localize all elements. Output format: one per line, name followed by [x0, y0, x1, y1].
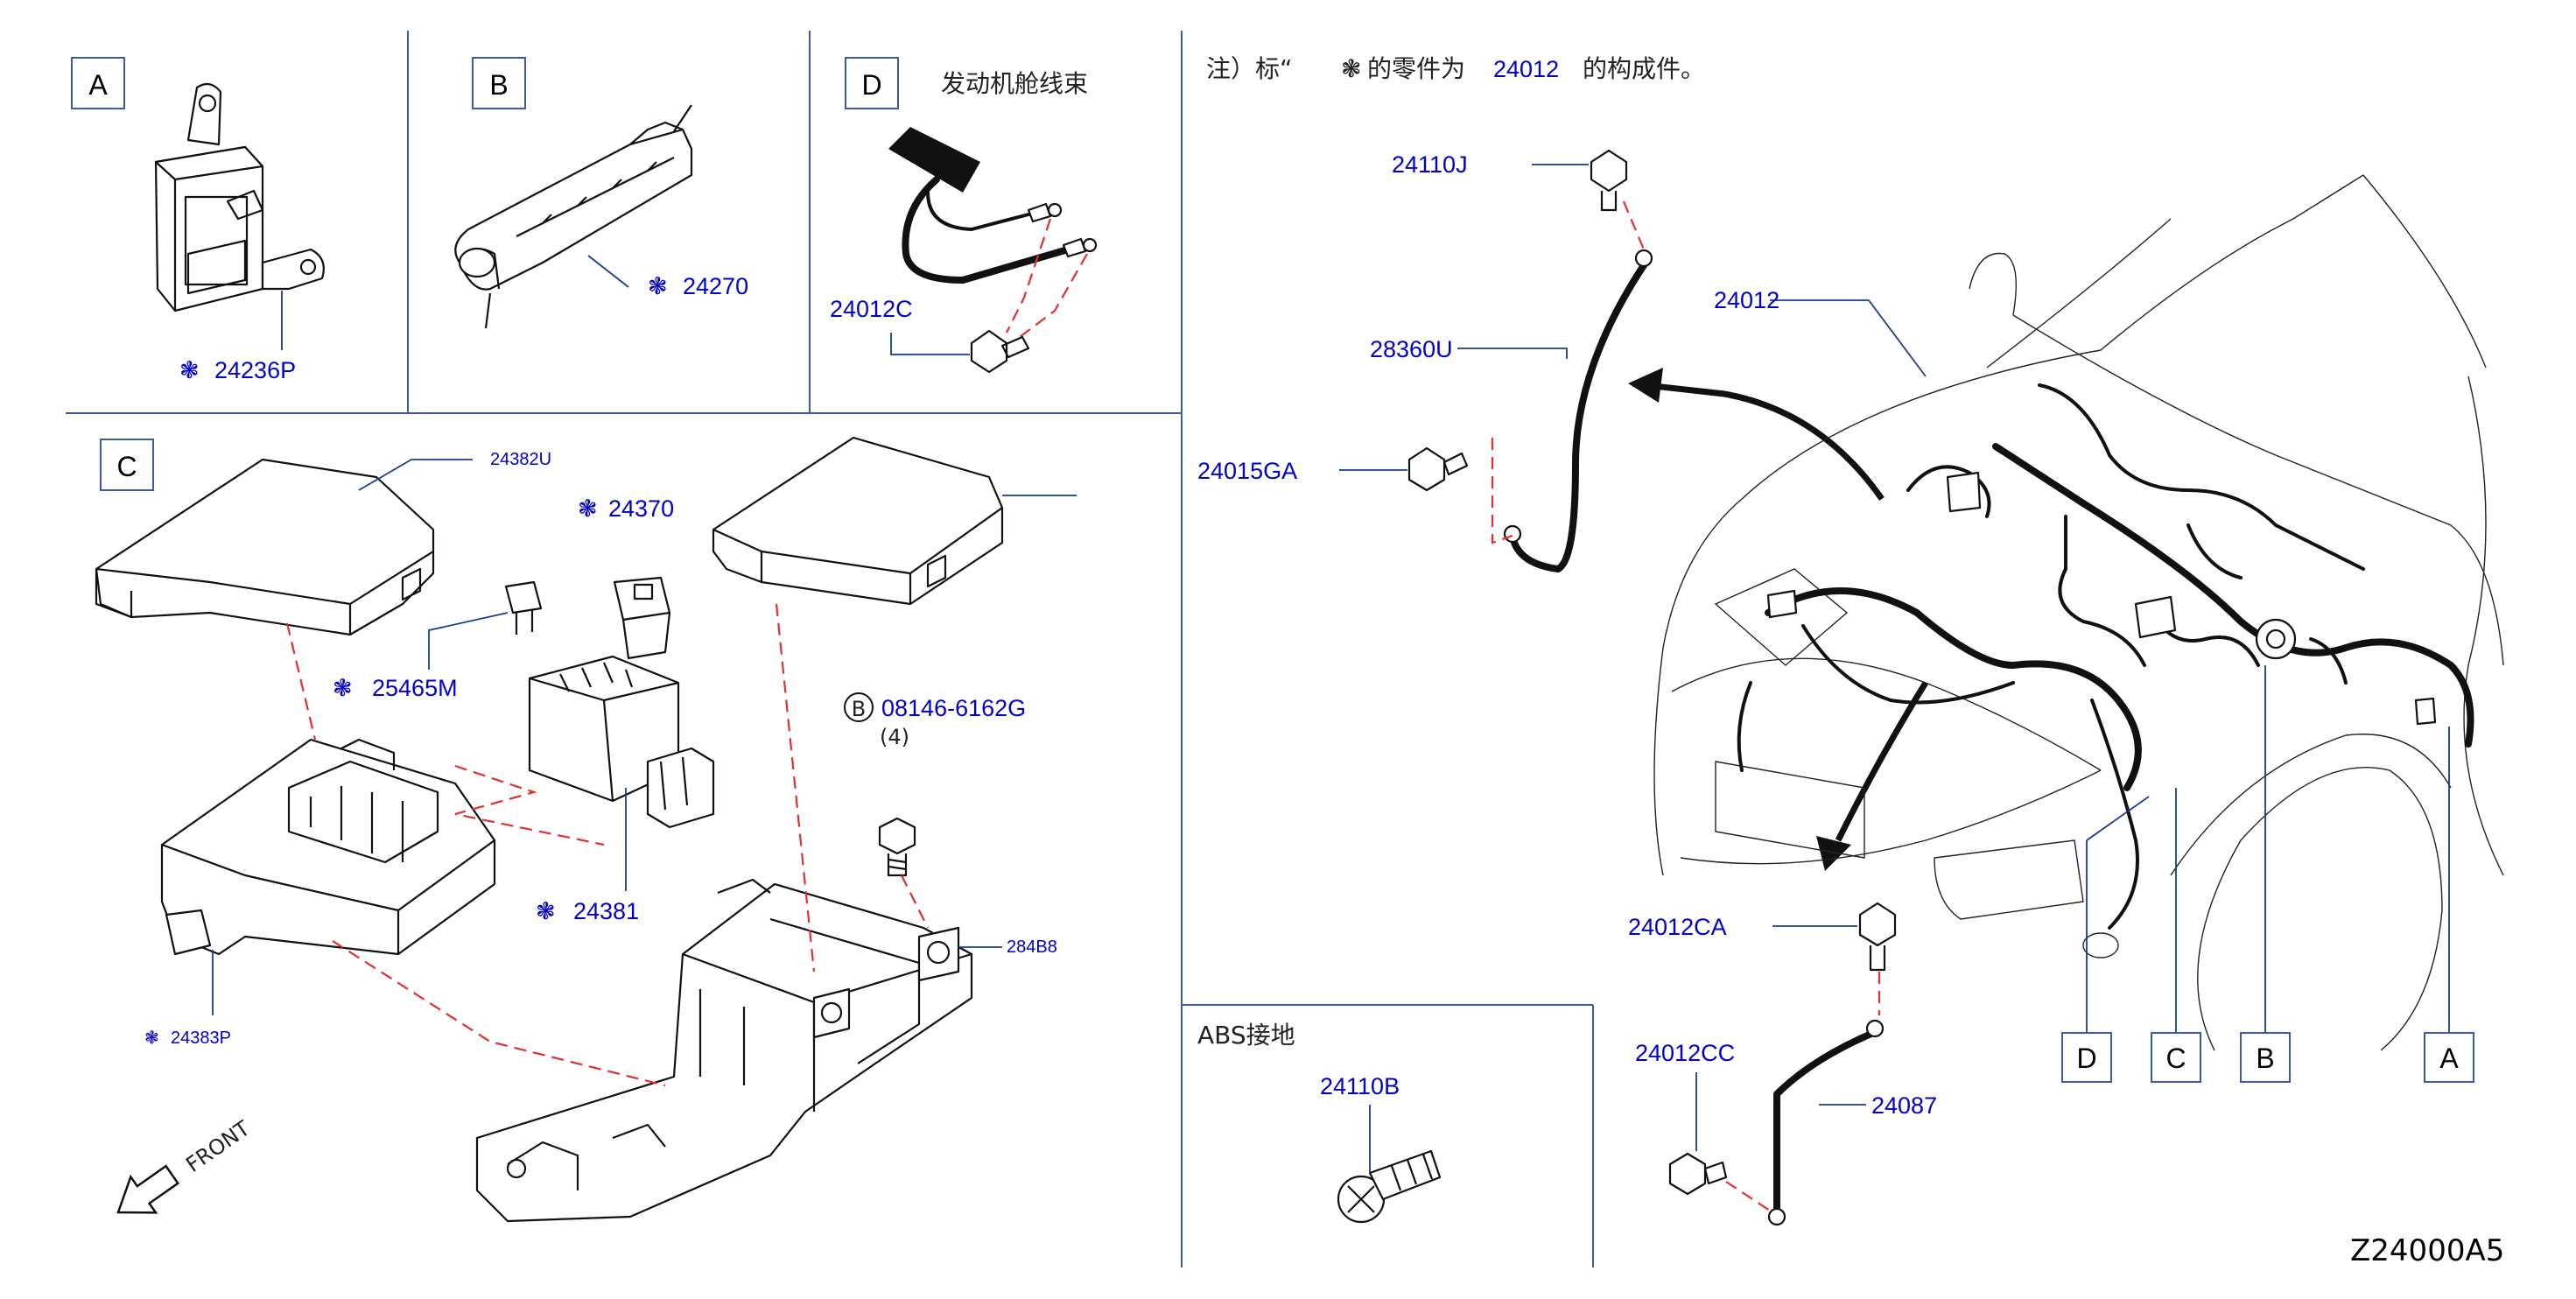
car-body-drawing	[1653, 174, 2504, 1051]
note-prefix: 注）标“	[1206, 54, 1293, 83]
note-part-number: 24012	[1493, 56, 1559, 82]
panel-b-letter: B	[489, 69, 508, 101]
part-label-24015GA: 24015GA	[1197, 458, 1297, 484]
abs-title: ABS接地	[1197, 1021, 1295, 1050]
part-label-24110B: 24110B	[1320, 1073, 1400, 1099]
part-label-08146-6162G: 08146-6162G	[881, 695, 1026, 721]
panel-d-letter: D	[861, 69, 881, 101]
note-middle: 的零件为	[1367, 54, 1465, 83]
fuse-block-24383P-drawing	[160, 738, 496, 956]
relay-24370-drawing	[613, 576, 671, 660]
bolt-24012C-drawing	[970, 329, 1030, 374]
panel-b-letter-box	[472, 57, 526, 109]
harness-on-car-drawing	[1737, 383, 2474, 930]
part-label-24370: 24370	[608, 495, 674, 522]
part-label-24110J: 24110J	[1392, 151, 1468, 178]
callout-d: D	[2076, 1043, 2096, 1074]
lower-housing-drawing	[475, 878, 973, 1223]
panel-c-letter: C	[116, 451, 137, 482]
part-label-24012CA: 24012CA	[1628, 914, 1727, 940]
note-line: 注）标“ ❃ 的零件为 24012 的构成件。	[1206, 54, 1705, 83]
engine-harness-drawing	[888, 127, 1098, 284]
bolt-24012CC-drawing	[1668, 1152, 1728, 1196]
note-suffix: 的构成件。	[1583, 54, 1705, 83]
callout-box-b	[2240, 1032, 2291, 1083]
bolt-24110J-drawing	[1590, 149, 1628, 212]
part-label-24012: 24012	[1714, 287, 1779, 313]
part-label-24087: 24087	[1871, 1092, 1937, 1119]
part-label-24383P: 24383P	[171, 1029, 231, 1048]
callout-b: B	[2256, 1043, 2274, 1074]
panel-a-letter: A	[88, 69, 108, 101]
callout-box-c	[2151, 1032, 2201, 1083]
relay-block-24381-drawing	[528, 655, 715, 829]
part-label-284B8: 284B8	[1007, 937, 1057, 957]
panel-d: D 发动机舱线束 24012C	[830, 57, 1098, 374]
star-mark-icon: ❃	[179, 357, 200, 383]
star-mark-icon: ❃	[648, 273, 668, 299]
callout-a: A	[2439, 1043, 2459, 1074]
diagram-code: Z24000A5	[2350, 1233, 2504, 1268]
bolt-08146-drawing	[878, 817, 916, 877]
star-mark-icon: ❃	[1341, 54, 1361, 83]
callout-c: C	[2165, 1043, 2186, 1074]
bolt-24015GA-drawing	[1407, 446, 1469, 492]
part-label-25465M: 25465M	[372, 675, 458, 701]
bolt-24012CA-drawing	[1858, 902, 1897, 972]
main-assembly: 24110J 28360U 24015GA	[1197, 149, 2504, 1226]
front-label: FRONT	[181, 1116, 254, 1177]
star-mark-icon: ❃	[536, 898, 556, 924]
callout-box-a	[2424, 1032, 2474, 1083]
panel-d-title: 发动机舱线束	[941, 69, 1088, 98]
relay-bracket-drawing	[154, 82, 325, 312]
star-mark-icon: ❃	[578, 495, 598, 522]
panel-d-letter-box	[845, 57, 899, 109]
front-arrow-icon	[116, 1164, 180, 1214]
panel-b: B ❃ 24270	[454, 57, 748, 329]
bolt-24110B-drawing	[1337, 1149, 1442, 1224]
panel-c-letter-box	[100, 439, 154, 491]
star-mark-icon: ❃	[144, 1029, 159, 1048]
part-label-24270: 24270	[683, 273, 748, 299]
part-label-24012CC: 24012CC	[1635, 1040, 1735, 1066]
fuse-25465M-drawing	[504, 580, 543, 635]
part-qty-08146: (4)	[880, 725, 909, 749]
fuse-box-upper-drawing	[712, 436, 1004, 606]
part-label-24012C: 24012C	[830, 296, 913, 322]
panel-a: A ❃ 24236P	[71, 57, 325, 383]
panel-dividers	[66, 31, 1594, 1267]
callout-box-d	[2061, 1032, 2112, 1083]
star-mark-icon: ❃	[333, 675, 353, 701]
circled-b-icon	[844, 692, 874, 722]
part-label-24236P: 24236P	[214, 357, 296, 383]
circled-b-letter: B	[852, 697, 866, 721]
part-label-28360U: 28360U	[1370, 336, 1453, 362]
harness-protector-drawing	[454, 104, 693, 329]
panel-a-letter-box	[71, 57, 125, 109]
part-label-24382U: 24382U	[490, 450, 551, 469]
abs-panel: ABS接地 24110B	[1197, 1021, 1442, 1224]
part-label-24381: 24381	[573, 898, 639, 924]
panel-c: C 24382U ❃ 24370 ❃ 25465M	[95, 436, 1077, 1223]
fuse-box-cover-drawing	[95, 458, 435, 636]
